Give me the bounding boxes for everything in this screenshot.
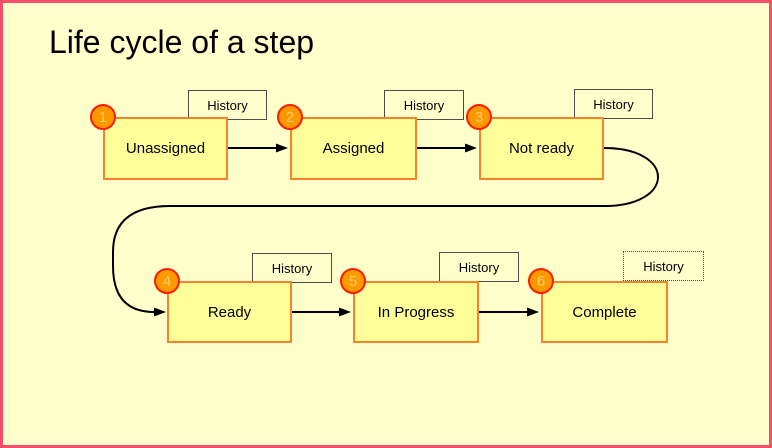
step-number-badge-4: 4 <box>154 268 180 294</box>
history-label: History <box>403 97 445 113</box>
step-label: Not ready <box>508 140 575 157</box>
history-box-ready: History <box>252 253 332 283</box>
history-box-inprogress: History <box>439 252 519 282</box>
flow-connectors <box>112 143 659 317</box>
arrowhead <box>276 143 288 153</box>
step-box-assigned: Assigned <box>290 117 417 180</box>
step-box-ready: Ready <box>167 281 292 343</box>
history-label: History <box>593 96 634 112</box>
history-box-assigned: History <box>384 90 464 120</box>
page-title: Life cycle of a step <box>49 24 315 60</box>
history-label: History <box>271 260 313 276</box>
history-label: History <box>207 97 248 113</box>
step-label: Assigned <box>322 140 385 157</box>
step-number-badge-1: 1 <box>90 104 116 130</box>
history-label: History <box>458 259 500 275</box>
step-number-badge-3: 3 <box>466 104 492 130</box>
step-label: Ready <box>207 303 252 321</box>
arrow-notready-to-ready-curve <box>112 147 659 313</box>
arrowhead <box>339 307 351 317</box>
history-box-complete: History <box>623 251 704 281</box>
history-box-notready: History <box>574 89 653 119</box>
step-label: Complete <box>572 303 637 321</box>
arrowhead <box>154 307 166 317</box>
step-box-notready: Not ready <box>479 117 604 180</box>
step-label: Unassigned <box>125 140 206 157</box>
arrowhead <box>465 143 477 153</box>
step-label: In Progress <box>377 303 455 321</box>
step-box-complete: Complete <box>541 281 668 343</box>
step-number-badge-5: 5 <box>340 268 366 294</box>
step-box-inprogress: In Progress <box>353 281 479 343</box>
step-number-badge-2: 2 <box>277 104 303 130</box>
history-label: History <box>643 258 684 274</box>
step-box-unassigned: Unassigned <box>103 117 228 180</box>
arrowhead <box>527 307 539 317</box>
step-number-badge-6: 6 <box>528 268 554 294</box>
